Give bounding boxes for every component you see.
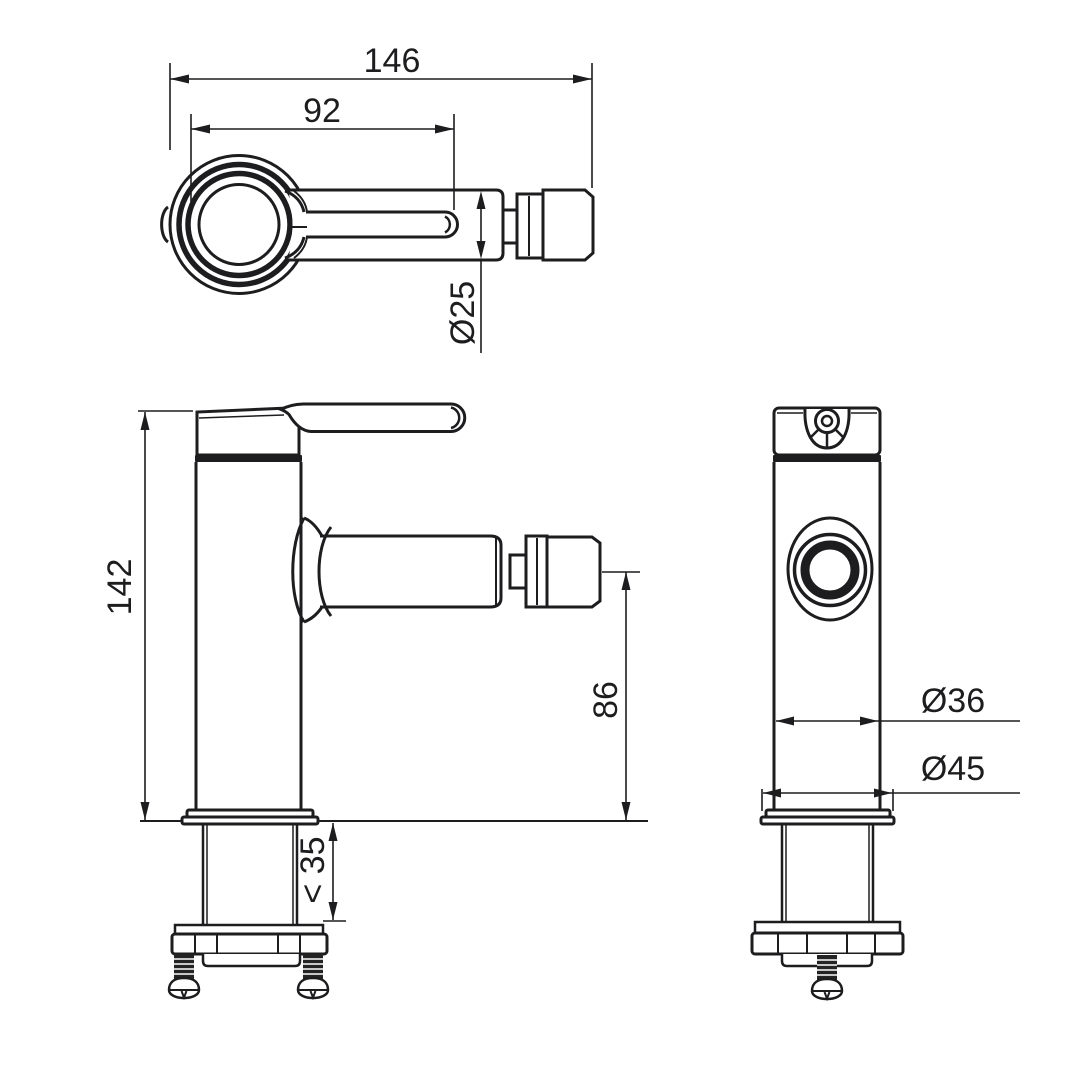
threaded-shank-front bbox=[201, 824, 299, 925]
dim-total-height: 142 bbox=[101, 410, 193, 820]
dim-label-spout-diameter: Ø25 bbox=[444, 281, 482, 345]
side-view: Ø36 Ø45 bbox=[750, 406, 1020, 1001]
dim-total-length: 146 bbox=[169, 42, 593, 188]
aerator-top bbox=[501, 188, 595, 262]
top-view: 146 92 Ø25 bbox=[160, 42, 595, 353]
dim-label-base-diameter: Ø45 bbox=[921, 750, 985, 788]
spout-front bbox=[291, 516, 602, 624]
body-column-front bbox=[194, 462, 303, 810]
dim-label-handle-length: 92 bbox=[303, 92, 341, 130]
mounting-screw-right bbox=[296, 952, 330, 1000]
cartridge-cap-front bbox=[195, 406, 301, 457]
lever-front bbox=[277, 402, 467, 433]
spout-fork-outline bbox=[284, 188, 505, 262]
handle-knob-rings bbox=[160, 154, 310, 295]
dim-spout-height: 86 bbox=[587, 571, 640, 820]
lever-bar-top bbox=[306, 210, 459, 239]
cartridge-cap-side bbox=[772, 406, 882, 457]
mounting-screw-left bbox=[167, 952, 201, 1000]
dim-body-diameter: Ø36 bbox=[776, 682, 1020, 726]
front-view: 142 86 < 35 bbox=[101, 402, 648, 1000]
base-flange-front bbox=[180, 808, 320, 826]
mounting-hardware-side bbox=[750, 920, 905, 1001]
cap-ring-band-side bbox=[773, 455, 881, 462]
mounting-hardware-front bbox=[167, 923, 330, 1000]
cap-ring-band-front bbox=[195, 455, 302, 462]
dim-label-mounting-thickness: < 35 bbox=[294, 836, 332, 903]
dim-handle-length: 92 bbox=[190, 92, 455, 213]
body-column-side bbox=[772, 462, 882, 810]
dim-label-body-diameter: Ø36 bbox=[921, 682, 985, 720]
spout-end-rings-side bbox=[786, 516, 874, 622]
dim-spout-diameter: Ø25 bbox=[444, 191, 486, 353]
threaded-shank-side bbox=[780, 824, 875, 922]
dim-label-total-height: 142 bbox=[101, 559, 139, 616]
dim-mounting-thickness: < 35 bbox=[294, 823, 346, 922]
base-flange-side bbox=[759, 808, 896, 826]
dim-base-diameter: Ø45 bbox=[761, 750, 1020, 811]
dim-label-spout-height: 86 bbox=[587, 681, 625, 719]
dim-label-total-length: 146 bbox=[364, 42, 421, 80]
